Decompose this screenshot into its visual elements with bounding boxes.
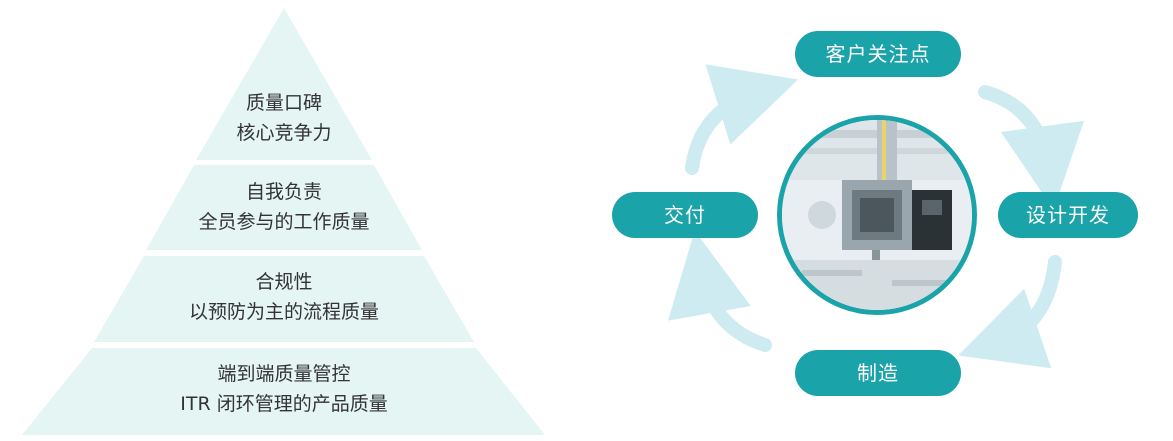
tier-2-line-2: 全员参与的工作质量 bbox=[198, 211, 370, 233]
arrow-delivery-to-customer bbox=[685, 64, 799, 175]
tier-1-line-2: 核心竞争力 bbox=[236, 122, 332, 144]
pyramid-tier-4 bbox=[22, 348, 545, 435]
tier-2-line-1: 自我负责 bbox=[245, 181, 322, 203]
pyramid-tier-1 bbox=[196, 8, 372, 160]
pyramid-tier-4-text: 端到端质量管控 ITR 闭环管理的产品质量 bbox=[84, 359, 484, 419]
cycle-arrows bbox=[668, 64, 1085, 369]
arrow-design-to-manufacturing bbox=[958, 255, 1062, 369]
machine-photo-illustration bbox=[782, 120, 972, 310]
pyramid-tier-1-text: 质量口碑 核心竞争力 bbox=[84, 88, 484, 148]
tier-3-line-1: 合规性 bbox=[255, 271, 313, 293]
pyramid-tier-3-text: 合规性 以预防为主的流程质量 bbox=[84, 267, 484, 327]
arrow-manufacturing-to-delivery bbox=[668, 230, 772, 352]
tier-3-line-2: 以预防为主的流程质量 bbox=[188, 301, 379, 323]
stage-design-development-button[interactable]: 设计开发 bbox=[998, 192, 1138, 238]
stage-customer-focus-button[interactable]: 客户关注点 bbox=[795, 31, 961, 77]
stage-delivery-button[interactable]: 交付 bbox=[612, 192, 758, 238]
tier-4-line-1: 端到端质量管控 bbox=[217, 363, 351, 385]
pyramid-tier-2 bbox=[146, 165, 422, 250]
pyramid-tier-2-text: 自我负责 全员参与的工作质量 bbox=[84, 177, 484, 237]
stage-manufacturing-button[interactable]: 制造 bbox=[795, 350, 961, 396]
arrow-customer-to-design bbox=[978, 85, 1085, 210]
tier-1-line-1: 质量口碑 bbox=[245, 92, 322, 114]
machine-photo bbox=[777, 115, 977, 315]
quality-pyramid bbox=[22, 8, 545, 435]
pyramid-tier-3 bbox=[94, 256, 474, 342]
tier-4-line-2: ITR 闭环管理的产品质量 bbox=[180, 393, 388, 415]
